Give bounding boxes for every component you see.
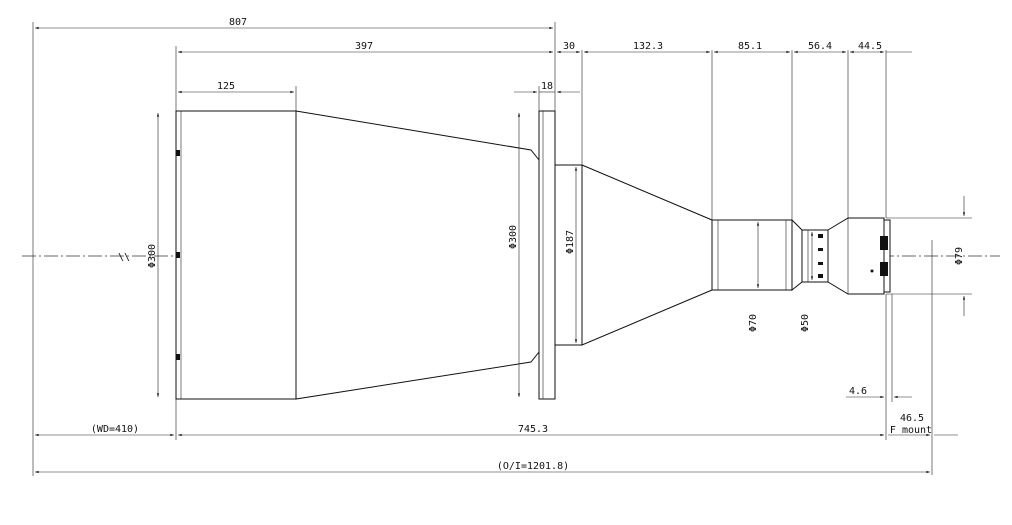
dim-working-distance: (WD=410): [91, 424, 139, 435]
dim-4-6: 4.6: [849, 386, 867, 397]
dim-85-1: 85.1: [738, 41, 762, 52]
flange: [538, 110, 556, 400]
mount-body: [827, 217, 885, 295]
dia-front-label: Φ300: [147, 244, 158, 268]
front-barrel: [175, 110, 297, 400]
dim-745-3: 745.3: [518, 424, 548, 435]
dia-neck-label: Φ50: [800, 314, 811, 332]
tube: [711, 219, 793, 291]
axis-break-mark: \\: [118, 252, 130, 263]
dia-hub-label: Φ187: [565, 230, 576, 254]
front-cone: [295, 110, 540, 400]
dim-30: 30: [563, 41, 575, 52]
dim-18: 18: [541, 81, 553, 92]
dim-56-4: 56.4: [808, 41, 832, 52]
lens-body: [175, 110, 891, 400]
dim-397: 397: [355, 41, 373, 52]
length-dims: 807 397 125 18 30 132.3 85.1 56.4 44.5: [32, 17, 912, 256]
flange-back-dims: 4.6 46.5 F mount: [846, 240, 933, 475]
diameter-dims: Φ300 Φ300 Φ187 Φ70 Φ50 Φ79: [147, 113, 972, 398]
bottom-dims: (WD=410) 745.3 (O/I=1201.8): [32, 256, 958, 476]
dia-tube-label: Φ70: [748, 314, 759, 332]
mount-type-label: F mount: [890, 425, 932, 436]
dim-132-3: 132.3: [633, 41, 663, 52]
dia-mount-label: Φ79: [954, 247, 965, 265]
dim-807: 807: [229, 17, 247, 28]
mount-ring: [883, 219, 891, 293]
dim-125: 125: [217, 81, 235, 92]
neck: [801, 229, 829, 283]
dim-44-5: 44.5: [858, 41, 882, 52]
rear-cone: [581, 164, 713, 346]
dim-46-5: 46.5: [900, 413, 924, 424]
hub: [554, 164, 583, 346]
dim-object-to-image: (O/I=1201.8): [497, 461, 569, 472]
dia-flange-label: Φ300: [508, 225, 519, 249]
